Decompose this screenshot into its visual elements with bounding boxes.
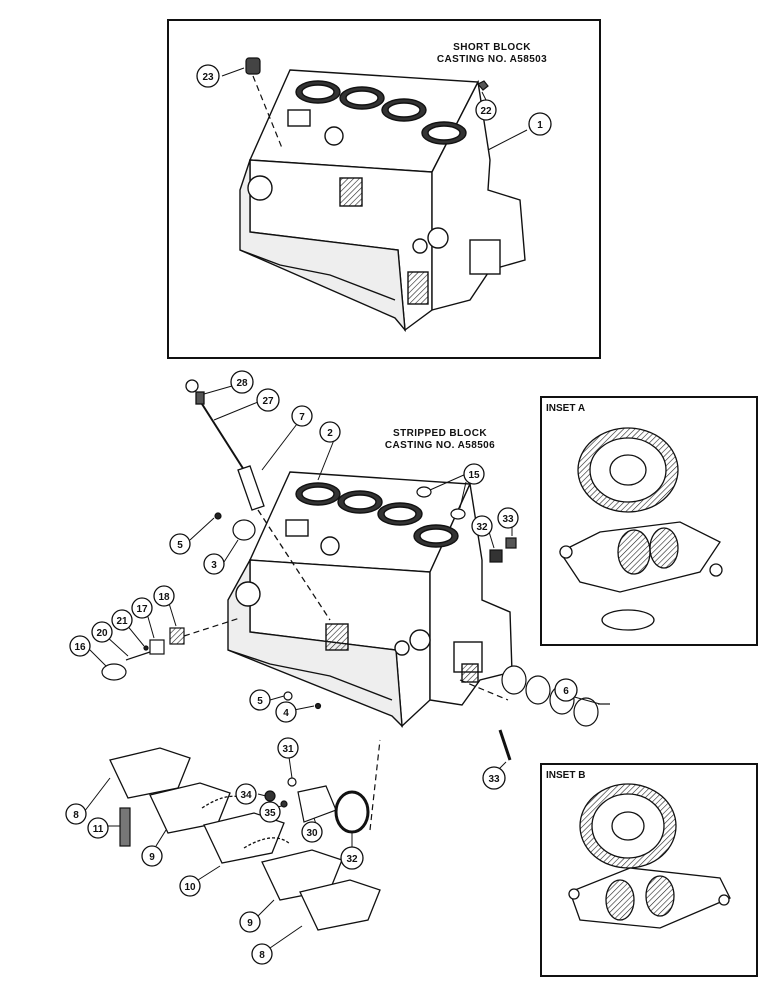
callout-18: 18 [153, 585, 175, 607]
callout-31: 31 [277, 737, 299, 759]
short-block-title: SHORT BLOCK [453, 42, 531, 53]
callout-1: 1 [528, 112, 552, 136]
callout-28: 28 [230, 370, 254, 394]
svg-text:8: 8 [73, 810, 79, 821]
svg-text:21: 21 [116, 616, 128, 627]
callouts: 1 22 23 28 27 7 2 15 5 3 32 33 18 17 21 … [65, 64, 578, 965]
stripped-block-casting-number: CASTING NO. A58506 [385, 440, 495, 451]
callout-30: 30 [301, 821, 323, 843]
leader-22 [481, 91, 487, 101]
small-parts-illustration [101, 486, 610, 847]
plug-22-illustration [477, 80, 489, 91]
callout-32-upper: 32 [471, 515, 493, 537]
svg-text:7: 7 [299, 412, 305, 423]
leader-23 [221, 67, 245, 77]
svg-text:6: 6 [563, 686, 569, 697]
callout-20: 20 [91, 621, 113, 643]
svg-text:5: 5 [177, 540, 183, 551]
callout-8-upper: 8 [65, 803, 87, 825]
svg-text:32: 32 [476, 522, 488, 533]
svg-text:18: 18 [158, 592, 170, 603]
svg-text:4: 4 [283, 708, 289, 719]
svg-text:33: 33 [488, 774, 500, 785]
svg-text:20: 20 [96, 628, 108, 639]
svg-text:22: 22 [480, 106, 492, 117]
callout-27: 27 [256, 388, 280, 412]
svg-text:11: 11 [93, 824, 104, 835]
callout-15: 15 [463, 463, 485, 485]
plug-23-illustration [245, 57, 283, 149]
callout-21: 21 [111, 609, 133, 631]
svg-text:33: 33 [502, 514, 514, 525]
short-block-illustration [239, 69, 526, 333]
svg-text:27: 27 [262, 396, 274, 407]
inset-b-title: INSET B [546, 770, 585, 781]
svg-text:15: 15 [468, 470, 480, 481]
callout-32-lower: 32 [340, 846, 364, 870]
callout-4: 4 [275, 701, 297, 723]
svg-text:1: 1 [537, 120, 543, 131]
short-block-casting-number: CASTING NO. A58503 [437, 54, 547, 65]
svg-text:30: 30 [306, 828, 318, 839]
cam-bearings-illustration [501, 665, 610, 727]
leader-1 [487, 129, 528, 151]
short-block-frame [167, 19, 601, 359]
callout-33-upper: 33 [497, 507, 519, 529]
inset-a-illustration [559, 427, 723, 631]
svg-text:34: 34 [240, 790, 252, 801]
svg-text:17: 17 [136, 604, 148, 615]
callout-16: 16 [69, 635, 91, 657]
stripped-block-illustration [227, 471, 513, 728]
callout-22: 22 [475, 99, 497, 121]
callout-33-lower: 33 [482, 766, 506, 790]
inset-a-frame [540, 396, 758, 646]
callout-9-upper: 9 [141, 845, 163, 867]
callout-7: 7 [291, 405, 313, 427]
callout-11: 11 [87, 817, 109, 839]
stripped-block-title: STRIPPED BLOCK [393, 428, 487, 439]
callout-23: 23 [196, 64, 220, 88]
inset-b-frame [540, 763, 758, 977]
svg-text:10: 10 [184, 882, 196, 893]
callout-9-lower: 9 [239, 911, 261, 933]
callout-2: 2 [319, 421, 341, 443]
inset-a-title: INSET A [546, 403, 585, 414]
svg-text:8: 8 [259, 950, 265, 961]
svg-text:35: 35 [264, 808, 276, 819]
callout-10: 10 [179, 875, 201, 897]
svg-text:2: 2 [327, 428, 333, 439]
svg-text:31: 31 [282, 744, 294, 755]
callout-5-upper: 5 [169, 533, 191, 555]
svg-text:9: 9 [247, 918, 253, 929]
svg-text:32: 32 [346, 854, 358, 865]
svg-text:9: 9 [149, 852, 155, 863]
main-bearing-caps-illustration [109, 747, 381, 931]
svg-text:5: 5 [257, 696, 263, 707]
callout-5-lower: 5 [249, 689, 271, 711]
callout-35: 35 [259, 801, 281, 823]
callout-17: 17 [131, 597, 153, 619]
svg-text:23: 23 [202, 72, 214, 83]
callout-8-lower: 8 [251, 943, 273, 965]
callout-3: 3 [203, 553, 225, 575]
svg-text:3: 3 [211, 560, 217, 571]
inset-b-illustration [568, 783, 731, 929]
callout-34: 34 [235, 783, 257, 805]
svg-text:16: 16 [74, 642, 86, 653]
dipstick-illustration [185, 379, 245, 471]
dipstick-tube-illustration [237, 465, 331, 621]
svg-text:28: 28 [236, 378, 248, 389]
callout-6: 6 [554, 678, 578, 702]
